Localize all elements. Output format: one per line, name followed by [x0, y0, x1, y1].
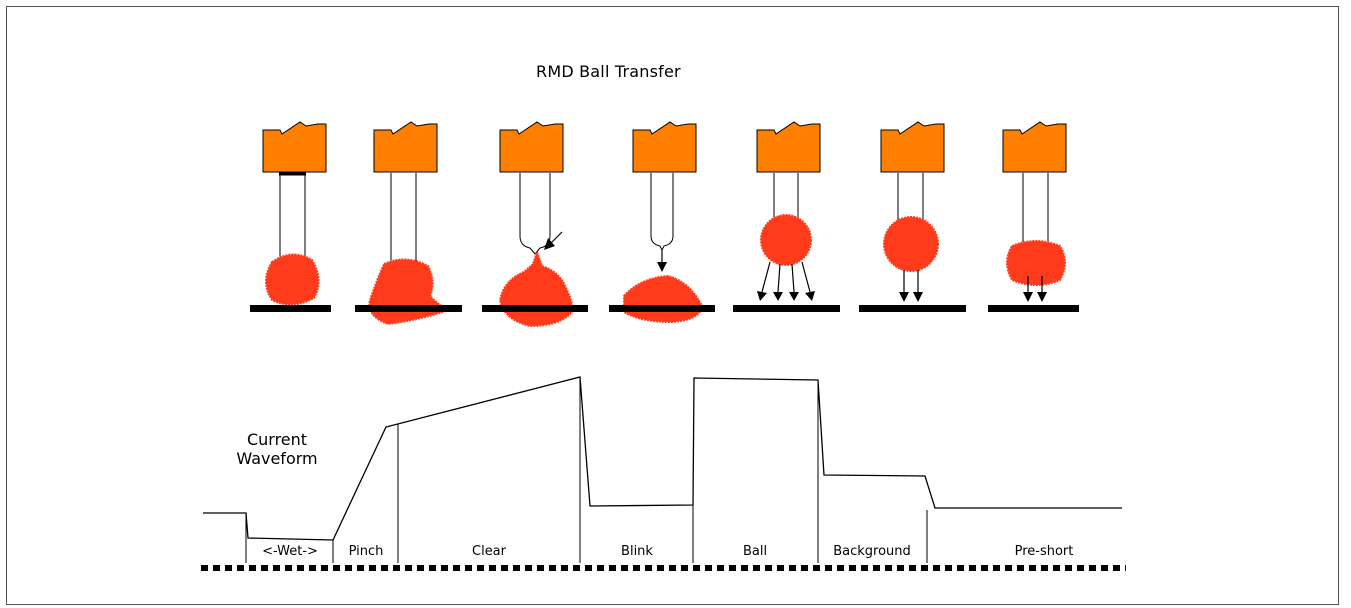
phase-label-blink: Blink	[621, 544, 653, 559]
contact-tip	[880, 121, 945, 173]
stage-ball	[733, 121, 840, 312]
force-arrowhead-4	[805, 291, 815, 301]
stage-clear	[482, 121, 588, 328]
workpiece	[355, 305, 462, 312]
droplet	[265, 253, 320, 306]
waveform-label: Current Waveform	[212, 430, 342, 468]
workpiece	[859, 305, 966, 312]
force-arrowhead-2	[773, 292, 783, 301]
force-arrow-3	[791, 263, 795, 293]
force-arrowhead-1	[1023, 292, 1033, 302]
diagram-title: RMD Ball Transfer	[536, 62, 681, 81]
wire-necked	[519, 173, 551, 255]
force-arrowhead-1	[757, 291, 767, 301]
droplet	[1006, 240, 1066, 286]
droplet	[883, 216, 939, 272]
workpiece	[482, 305, 588, 312]
droplet	[760, 214, 812, 266]
contact-tip	[632, 121, 697, 173]
stage-pinch	[355, 121, 462, 326]
wire-necked	[650, 173, 674, 252]
phase-label-wet: <-Wet->	[262, 544, 318, 559]
droplet	[368, 258, 451, 326]
workpiece	[250, 305, 331, 312]
pinch-arrow-shaft	[549, 231, 563, 245]
contact-tip	[499, 121, 564, 173]
workpiece	[609, 305, 715, 312]
force-arrowhead-3	[789, 292, 799, 301]
phase-label-ball: Ball	[742, 544, 768, 559]
current-waveform	[203, 376, 1122, 541]
stage-background	[859, 121, 966, 312]
phase-dividers	[245, 377, 928, 563]
force-arrowhead-2	[913, 292, 923, 302]
stage-blink	[609, 121, 715, 324]
force-arrowhead-2	[1037, 292, 1047, 302]
contact-tip	[1002, 121, 1067, 173]
pinch-arrowhead	[544, 238, 555, 250]
force-arrow-1	[761, 261, 771, 293]
phase-label-pre-short: Pre-short	[1014, 544, 1074, 559]
contact-tip	[262, 121, 327, 173]
detach-arrowhead	[657, 262, 667, 272]
force-arrow-4	[801, 261, 811, 293]
stage-pre-short	[988, 121, 1079, 312]
workpiece	[988, 305, 1079, 312]
waveform-label-line-1: Current	[246, 430, 308, 449]
stage-wet	[250, 121, 331, 312]
contact-tip	[373, 121, 438, 173]
force-arrowhead-1	[899, 292, 909, 302]
droplet	[498, 248, 574, 328]
droplet	[623, 274, 704, 324]
workpiece	[733, 305, 840, 312]
waveform-label-line-2: Waveform	[236, 449, 318, 468]
contact-tip	[756, 121, 821, 173]
diagram-frame	[6, 6, 1339, 605]
phase-label-clear: Clear	[472, 544, 506, 559]
force-arrow-2	[777, 263, 781, 293]
phase-label-pinch: Pinch	[348, 544, 384, 559]
phase-label-background: Background	[833, 544, 911, 559]
